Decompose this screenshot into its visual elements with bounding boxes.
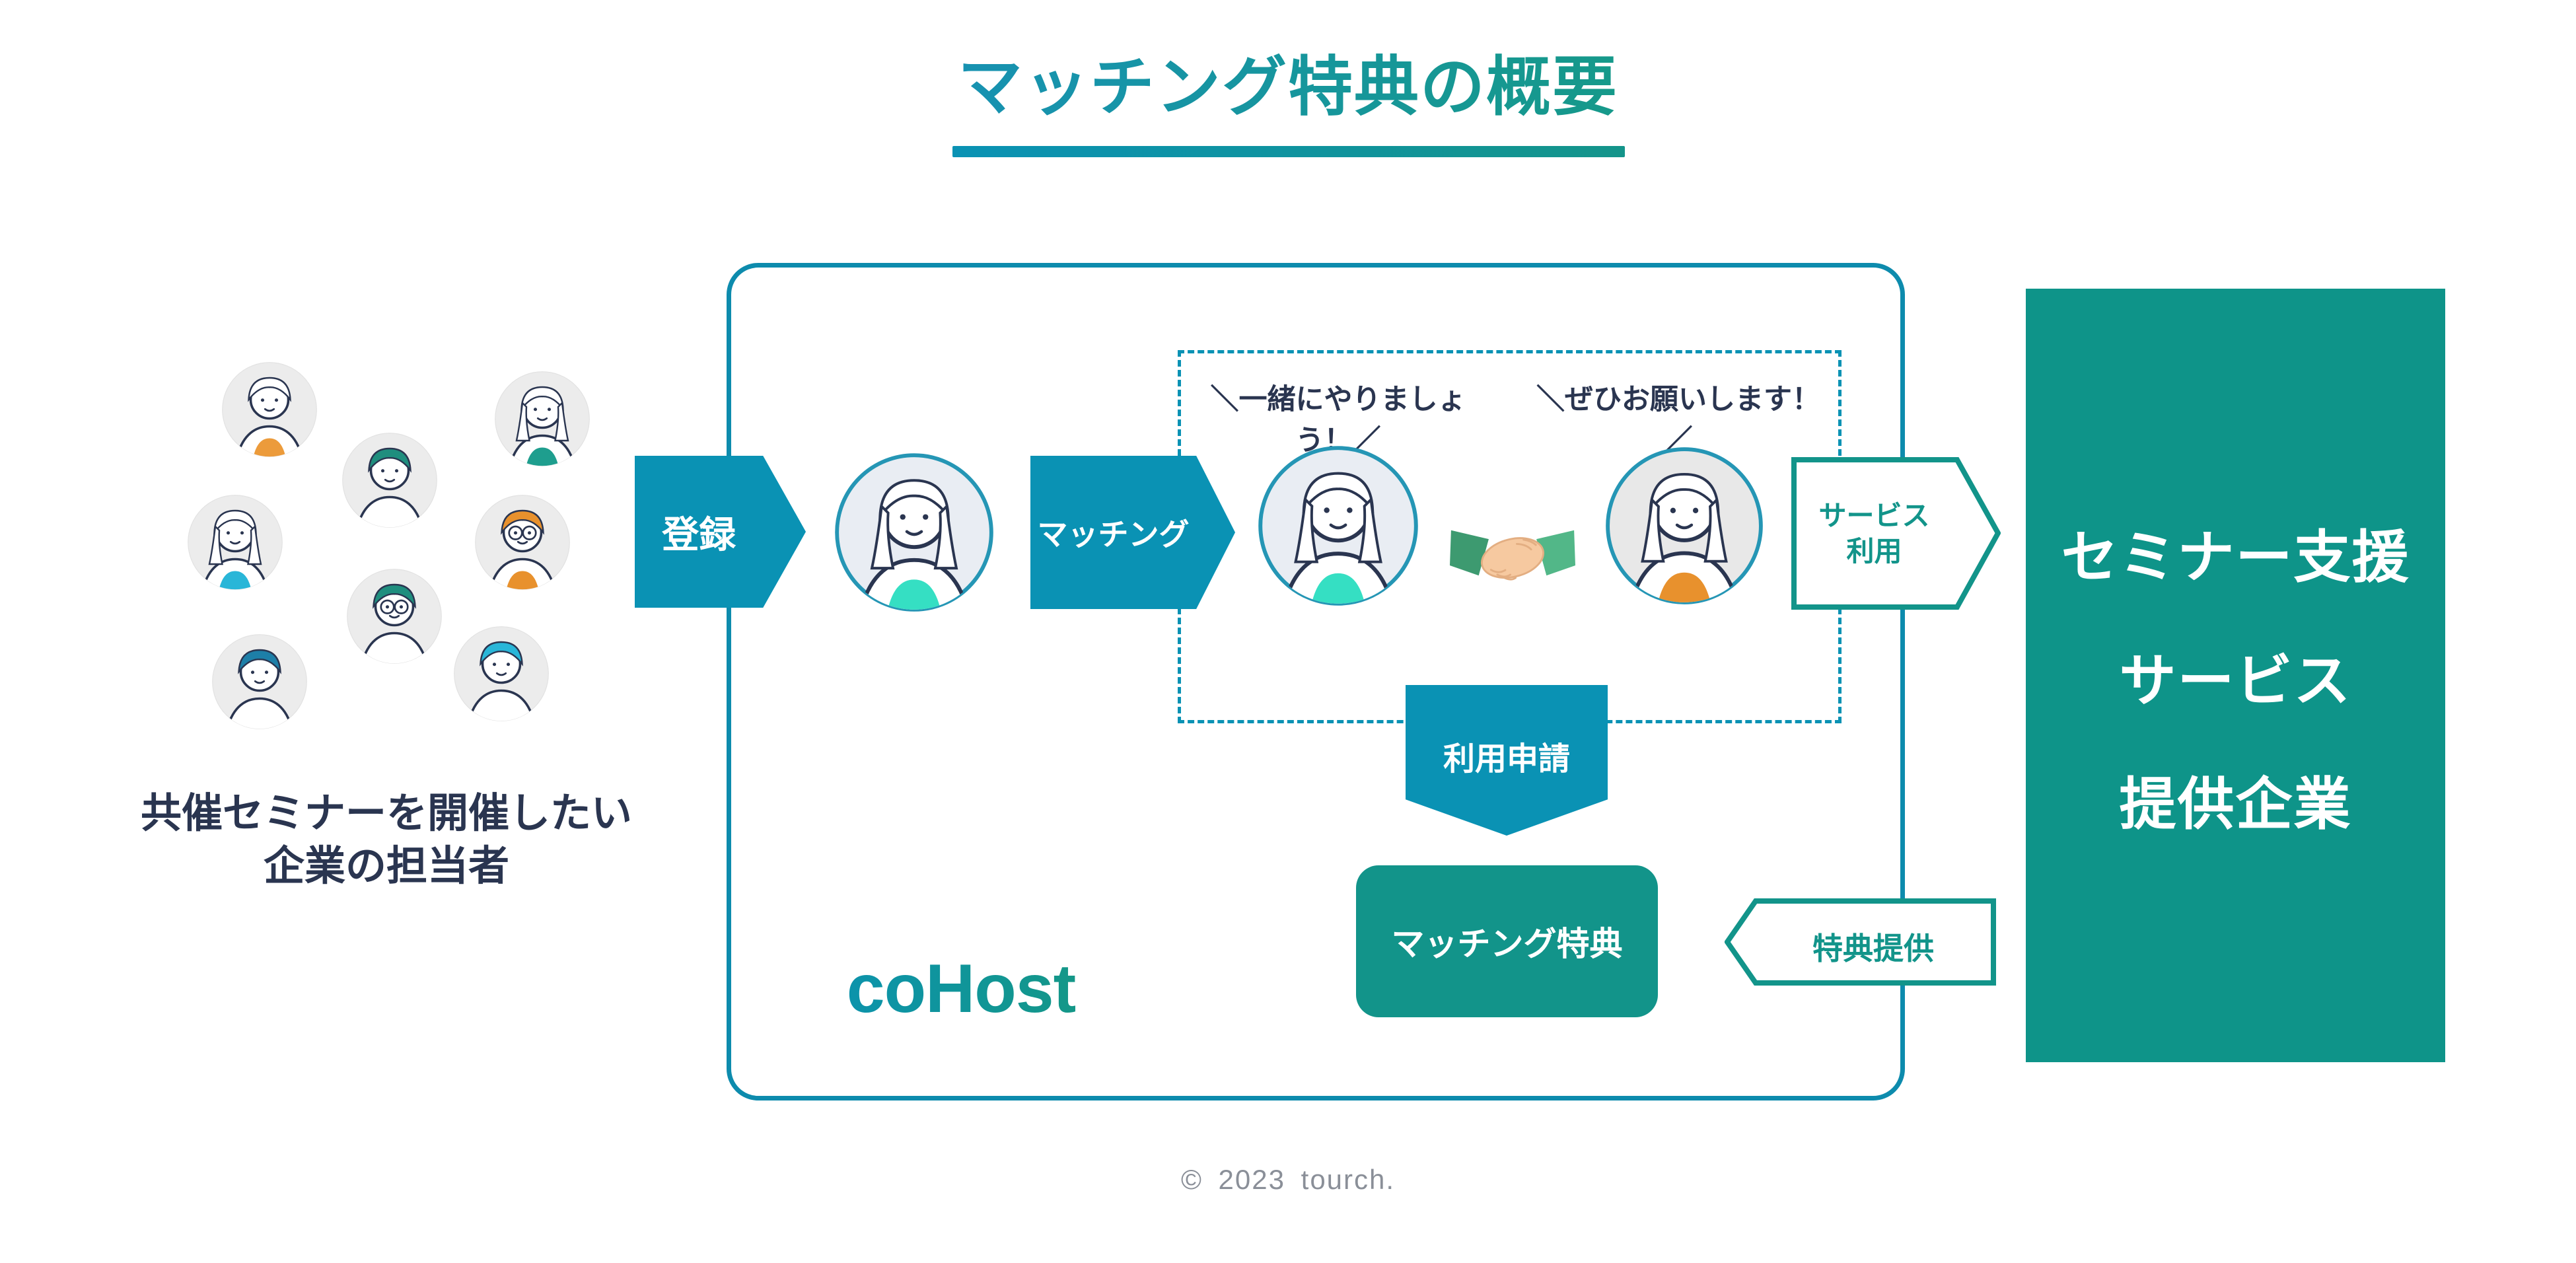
matching-arrow-label: マッチング [1037, 517, 1190, 552]
service-use-arrow-label: サービス 利用 [1818, 500, 1930, 567]
cohost-logo: coHost [789, 950, 1133, 1028]
apply-arrow-label: 利用申請 [1443, 742, 1570, 777]
matching-benefit-box: マッチング特典 [1356, 865, 1658, 1017]
service-use-arrow: サービス 利用 [1791, 457, 2001, 610]
staff-avatar-2 [493, 369, 592, 472]
matching-arrow: マッチング [1030, 456, 1235, 609]
staff-avatar-4 [186, 493, 285, 595]
company-staff-label: 共催セミナーを開催したい 企業の担当者 [99, 787, 674, 893]
matched-avatar-2 [1256, 444, 1420, 611]
company-staff-label-line2: 企業の担当者 [263, 844, 509, 889]
speech-right: ＼ぜひお願いします！／ [1536, 384, 1820, 456]
matched-avatar-1 [833, 451, 995, 617]
seminar-provider-panel: セミナー支援 サービス 提供企業 [2026, 289, 2445, 1062]
speech-left: ＼一緒にやりましょう！／ [1210, 384, 1466, 456]
register-arrow-label: 登録 [662, 513, 736, 556]
page-title: マッチング特典の概要 [859, 34, 1717, 128]
cohost-service-box [727, 263, 1905, 1101]
provider-panel-line1: セミナー支援 [2061, 526, 2410, 589]
benefit-provide-arrow: 特典提供 [1724, 898, 1996, 986]
handshake-icon [1450, 504, 1575, 602]
staff-avatar-3 [340, 431, 439, 533]
provider-panel-line3: 提供企業 [2119, 773, 2352, 836]
staff-avatar-1 [220, 360, 319, 462]
staff-avatar-7 [210, 632, 309, 735]
staff-avatar-6 [345, 567, 444, 669]
staff-avatar-5 [473, 493, 572, 595]
staff-avatar-8 [452, 624, 551, 727]
matched-avatar-3 [1604, 445, 1765, 610]
title-underline [952, 146, 1625, 157]
company-staff-label-line1: 共催セミナーを開催したい [140, 791, 632, 836]
benefit-provide-arrow-label: 特典提供 [1812, 931, 1934, 966]
provider-panel-line2: サービス [2119, 649, 2352, 713]
copyright-text: © 2023 tourch. [1180, 1164, 1396, 1195]
apply-arrow: 利用申請 [1406, 685, 1608, 836]
